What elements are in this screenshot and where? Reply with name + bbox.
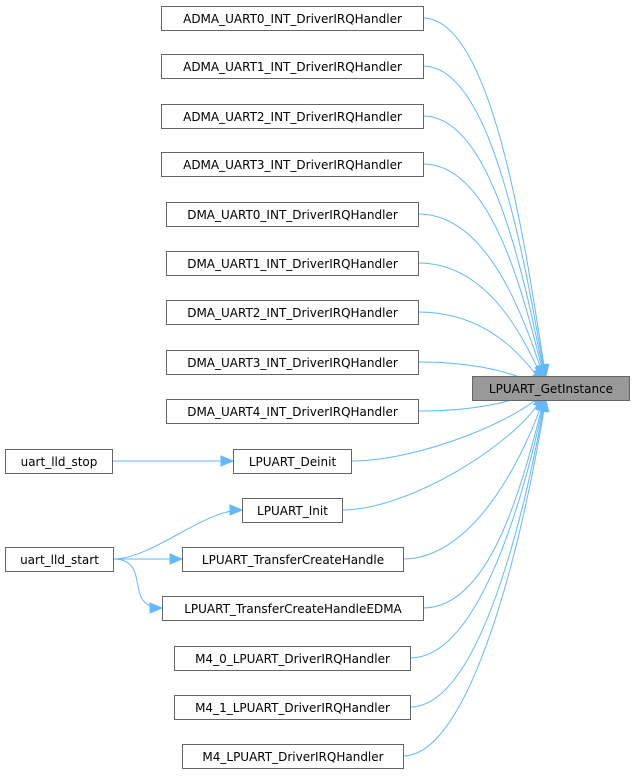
node-m4-lpuart-driverirqhandler[interactable]: M4_LPUART_DriverIRQHandler <box>182 744 404 769</box>
node-uart-lld-start[interactable]: uart_lld_start <box>5 547 114 572</box>
edge-m4-lpuart-driverirqhandler-to-lpuart-getinstance <box>402 397 550 757</box>
edge-line <box>422 163 545 378</box>
node-dma-uart0-int-driverirqhandler[interactable]: DMA_UART0_INT_DriverIRQHandler <box>166 202 419 227</box>
node-lpuart-deinit[interactable]: LPUART_Deinit <box>233 449 352 474</box>
node-lpuart-init[interactable]: LPUART_Init <box>242 498 343 523</box>
node-dma-uart1-int-driverirqhandler[interactable]: DMA_UART1_INT_DriverIRQHandler <box>166 251 419 276</box>
node-adma-uart2-int-driverirqhandler[interactable]: ADMA_UART2_INT_DriverIRQHandler <box>161 104 424 129</box>
node-label: M4_1_LPUART_DriverIRQHandler <box>195 701 390 715</box>
node-box <box>161 6 424 31</box>
node-box <box>472 376 630 401</box>
node-adma-uart1-int-driverirqhandler[interactable]: ADMA_UART1_INT_DriverIRQHandler <box>161 54 424 79</box>
node-dma-uart3-int-driverirqhandler[interactable]: DMA_UART3_INT_DriverIRQHandler <box>166 350 419 375</box>
node-label: ADMA_UART2_INT_DriverIRQHandler <box>183 110 402 124</box>
edge-arrowhead <box>149 602 164 614</box>
node-box <box>242 498 343 523</box>
node-label: DMA_UART2_INT_DriverIRQHandler <box>187 306 398 320</box>
node-box <box>166 300 419 325</box>
edge-line <box>350 392 544 462</box>
node-box <box>161 104 424 129</box>
node-box <box>182 744 404 769</box>
node-lpuart-transfercreatehandleedma[interactable]: LPUART_TransferCreateHandleEDMA <box>162 596 424 621</box>
node-m4-0-lpuart-driverirqhandler[interactable]: M4_0_LPUART_DriverIRQHandler <box>174 646 411 671</box>
edge-lpuart-transfercreatehandleedma-to-lpuart-getinstance <box>422 397 547 609</box>
edge-line <box>112 509 243 560</box>
node-box <box>233 449 352 474</box>
edge-uart-lld-start-to-lpuart-transfercreatehandleedma <box>112 558 164 614</box>
edge-line <box>341 395 544 511</box>
edge-m4-1-lpuart-driverirqhandler-to-lpuart-getinstance <box>409 397 549 708</box>
target-node: LPUART_GetInstance <box>472 376 630 401</box>
node-box <box>5 547 114 572</box>
node-box <box>174 695 411 720</box>
edge-adma-uart2-int-driverirqhandler-to-lpuart-getinstance <box>422 115 548 379</box>
node-label: M4_0_LPUART_DriverIRQHandler <box>195 652 390 666</box>
edge-line <box>402 398 545 560</box>
node-label: ADMA_UART3_INT_DriverIRQHandler <box>183 158 402 172</box>
node-m4-1-lpuart-driverirqhandler[interactable]: M4_1_LPUART_DriverIRQHandler <box>174 695 411 720</box>
node-label: DMA_UART0_INT_DriverIRQHandler <box>187 208 398 222</box>
edge-line <box>417 213 545 378</box>
edge-m4-0-lpuart-driverirqhandler-to-lpuart-getinstance <box>409 397 548 659</box>
edge-line <box>409 398 546 708</box>
graph-nodes: LPUART_GetInstance ADMA_UART0_INT_DriverI… <box>5 6 630 769</box>
edge-uart-lld-start-to-lpuart-init <box>112 504 244 560</box>
node-adma-uart3-int-driverirqhandler[interactable]: ADMA_UART3_INT_DriverIRQHandler <box>161 152 424 177</box>
node-box <box>5 449 113 474</box>
node-box <box>182 547 404 572</box>
edge-arrowhead <box>220 455 235 467</box>
node-label: DMA_UART4_INT_DriverIRQHandler <box>187 405 398 419</box>
node-label: DMA_UART1_INT_DriverIRQHandler <box>187 257 398 271</box>
node-label: LPUART_TransferCreateHandle <box>202 553 384 567</box>
node-dma-uart2-int-driverirqhandler[interactable]: DMA_UART2_INT_DriverIRQHandler <box>166 300 419 325</box>
node-label: DMA_UART3_INT_DriverIRQHandler <box>187 356 398 370</box>
node-label: LPUART_Deinit <box>249 455 337 469</box>
node-box <box>174 646 411 671</box>
node-dma-uart4-int-driverirqhandler[interactable]: DMA_UART4_INT_DriverIRQHandler <box>166 399 419 424</box>
node-box <box>166 251 419 276</box>
edge-line <box>417 262 544 381</box>
edge-lpuart-transfercreatehandle-to-lpuart-getinstance <box>402 397 546 560</box>
node-box <box>162 596 424 621</box>
edge-line <box>409 398 546 659</box>
node-label: LPUART_GetInstance <box>489 382 613 396</box>
node-label: uart_lld_stop <box>21 455 98 469</box>
node-label: LPUART_Init <box>257 504 328 518</box>
node-uart-lld-stop[interactable]: uart_lld_stop <box>5 449 113 474</box>
edge-line <box>422 115 546 378</box>
edge-line <box>402 398 547 757</box>
node-box <box>166 202 419 227</box>
node-lpuart-transfercreatehandle[interactable]: LPUART_TransferCreateHandle <box>182 547 404 572</box>
edge-dma-uart0-int-driverirqhandler-to-lpuart-getinstance <box>417 213 546 379</box>
edge-line <box>422 17 547 378</box>
node-label: uart_lld_start <box>20 553 99 567</box>
node-adma-uart0-int-driverirqhandler[interactable]: ADMA_UART0_INT_DriverIRQHandler <box>161 6 424 31</box>
node-box <box>161 54 424 79</box>
edge-line <box>112 558 163 609</box>
node-box <box>166 350 419 375</box>
node-label: ADMA_UART0_INT_DriverIRQHandler <box>183 12 402 26</box>
edge-line <box>422 398 545 609</box>
edge-arrowhead <box>169 553 184 565</box>
edge-line <box>422 65 546 378</box>
node-label: M4_LPUART_DriverIRQHandler <box>202 750 383 764</box>
edge-adma-uart1-int-driverirqhandler-to-lpuart-getinstance <box>422 65 549 379</box>
edge-adma-uart3-int-driverirqhandler-to-lpuart-getinstance <box>422 163 547 379</box>
edge-arrowhead <box>229 504 244 516</box>
edge-uart-lld-stop-to-lpuart-deinit <box>112 455 235 467</box>
node-label: LPUART_TransferCreateHandleEDMA <box>184 602 402 616</box>
node-box <box>161 152 424 177</box>
edge-arrowhead <box>538 397 550 413</box>
edge-uart-lld-start-to-lpuart-transfercreatehandle <box>112 553 184 565</box>
node-label: ADMA_UART1_INT_DriverIRQHandler <box>183 60 402 74</box>
node-box <box>166 399 419 424</box>
